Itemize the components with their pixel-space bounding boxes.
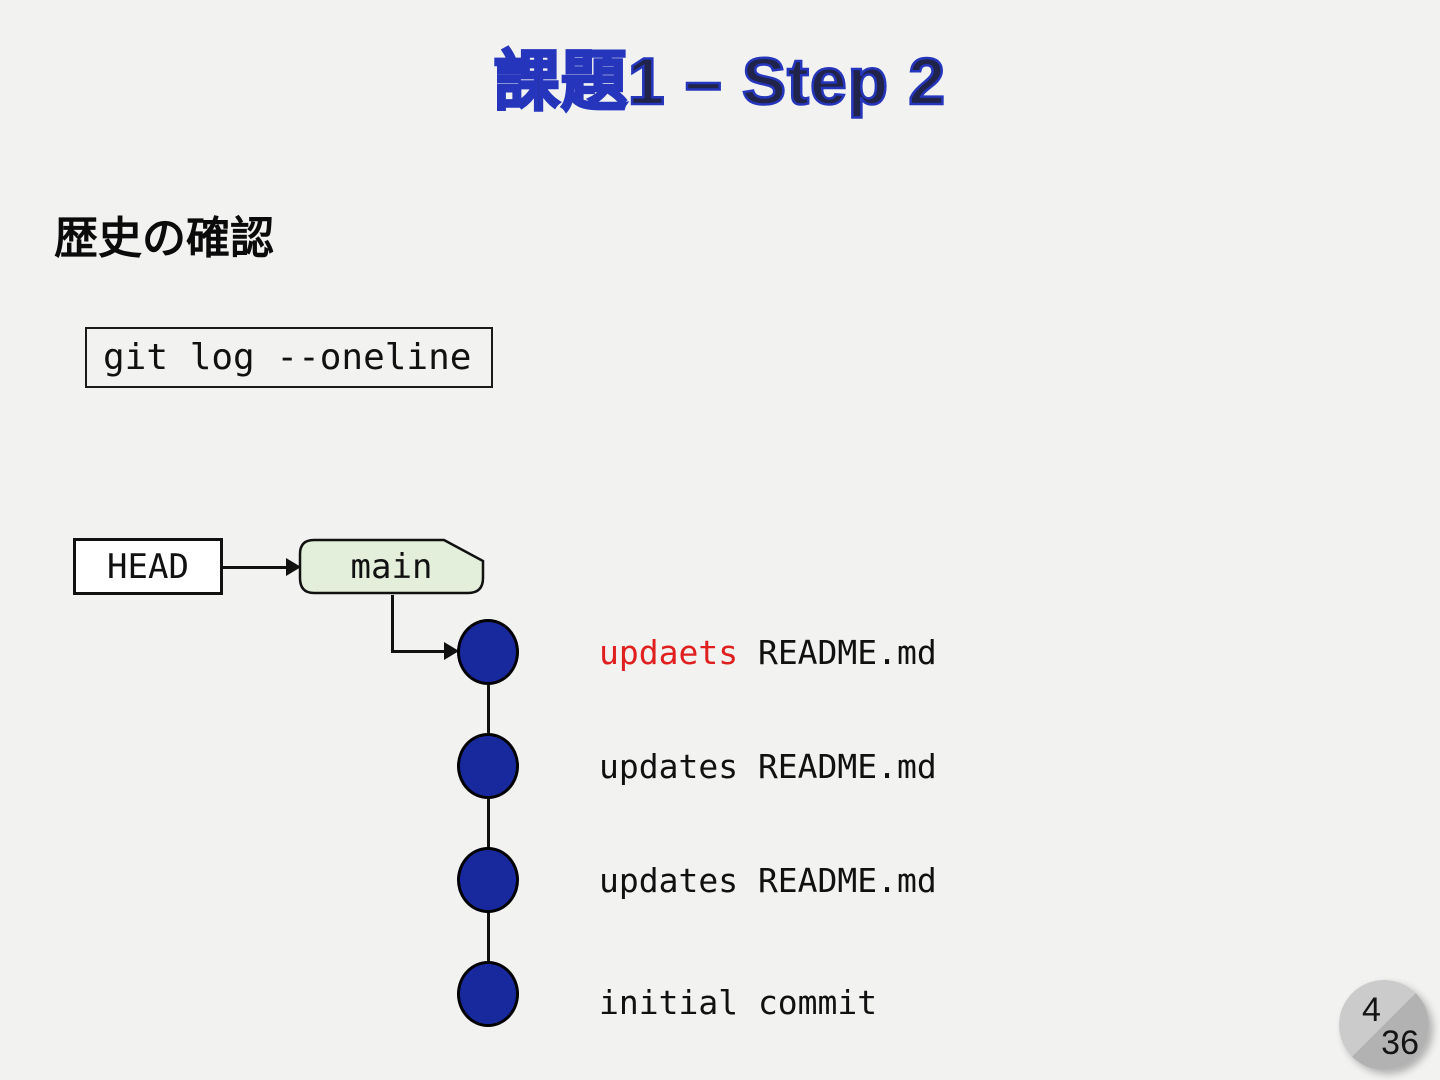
head-to-main-arrowhead-icon [286, 558, 301, 576]
page-number-badge: 4 36 [1339, 980, 1429, 1070]
commit-message-2: updates README.md [599, 744, 937, 788]
commit-message-1-typo: updaets [599, 632, 739, 672]
main-to-commit-line-vertical [391, 595, 394, 653]
commit-node-1 [457, 619, 519, 685]
commit-node-2 [457, 733, 519, 799]
commit-message-1-rest: README.md [738, 632, 937, 672]
branch-badge-shape [298, 538, 485, 595]
main-to-commit-arrowhead-icon [444, 642, 459, 660]
section-heading: 歴史の確認 [54, 214, 274, 263]
head-label: HEAD [107, 546, 189, 587]
commit-node-4 [457, 961, 519, 1027]
commit-message-3: updates README.md [599, 858, 937, 902]
branch-label-text: main [350, 546, 433, 587]
slide-title: 課題1 – Step 2 [493, 43, 947, 120]
command-box: git log --oneline [85, 327, 493, 388]
head-to-main-arrow-line [223, 566, 286, 569]
commit-message-3-text: updates README.md [599, 860, 937, 900]
branch-label: main [298, 540, 485, 593]
head-box: HEAD [73, 538, 223, 595]
command-text: git log --oneline [103, 337, 472, 378]
page-number-current: 4 [1362, 991, 1381, 1029]
commit-message-2-text: updates README.md [599, 746, 937, 786]
page-number-total: 36 [1381, 1024, 1419, 1062]
commit-graph-spine [487, 652, 490, 994]
commit-message-4: initial commit [599, 980, 877, 1024]
main-to-commit-line-horizontal [391, 650, 444, 653]
commit-message-1: updaets README.md [599, 630, 937, 674]
commit-node-3 [457, 847, 519, 913]
commit-message-4-text: initial commit [599, 982, 878, 1022]
